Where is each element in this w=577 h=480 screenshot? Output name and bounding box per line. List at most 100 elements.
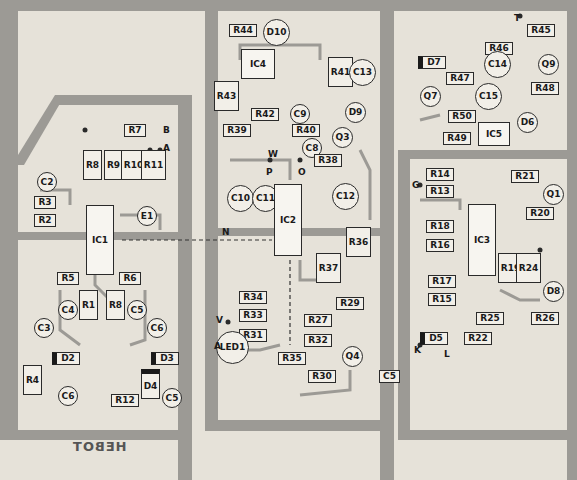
component-label: D4: [144, 382, 158, 391]
component-label: R39: [227, 126, 246, 135]
component-label: R37: [319, 264, 338, 273]
component-label: D10: [267, 28, 287, 37]
resistor-symbol: R16: [426, 239, 454, 252]
resistor-symbol: R42: [251, 108, 279, 121]
pad-letter: P: [266, 168, 273, 177]
resistor-symbol: R29: [336, 297, 364, 310]
round-component: D6: [517, 112, 538, 133]
resistor-symbol: R44: [229, 24, 257, 37]
resistor-symbol: R37: [316, 253, 341, 283]
component-label: R30: [312, 372, 331, 381]
component-label: D3: [160, 354, 174, 363]
round-component: Q3: [332, 127, 353, 148]
component-label: R2: [38, 216, 51, 225]
component-label: IC4: [250, 60, 266, 69]
component-label: R5: [61, 274, 74, 283]
round-component: E1: [137, 206, 157, 226]
component-label: R26: [535, 314, 554, 323]
component-label: R27: [308, 316, 327, 325]
component-label: R12: [115, 396, 134, 405]
pad-letter: O: [298, 168, 306, 177]
component-label: R20: [530, 209, 549, 218]
component-label: Q3: [336, 133, 350, 142]
resistor-symbol: R12: [111, 394, 139, 407]
component-label: C15: [479, 92, 498, 101]
component-label: C8: [306, 144, 319, 153]
resistor-symbol: R39: [223, 124, 251, 137]
resistor-symbol: R49: [443, 132, 471, 145]
pad-letter: A: [163, 144, 170, 153]
component-label: C9: [294, 110, 307, 119]
round-component: C5: [127, 300, 147, 320]
pad-letter: W: [268, 150, 278, 159]
component-label: R36: [349, 238, 368, 247]
component-label: Q4: [346, 352, 360, 361]
silkscreen-text: HEBOT: [72, 440, 127, 453]
component-label: C5: [131, 306, 144, 315]
component-label: Q9: [542, 60, 556, 69]
resistor-symbol: R36: [346, 227, 371, 257]
resistor-symbol: R15: [428, 293, 456, 306]
round-component: D9: [345, 102, 366, 123]
component-label: R42: [255, 110, 274, 119]
jumper-wire: [122, 239, 272, 240]
round-component: Q4: [342, 346, 363, 367]
ic-package: IC3: [468, 204, 496, 276]
pcb-trace: [40, 45, 540, 395]
round-component: C9: [290, 104, 310, 124]
solder-pad: [83, 14, 543, 348]
resistor-symbol: C5: [379, 370, 400, 383]
resistor-symbol: R40: [292, 124, 320, 137]
component-label: LED1: [220, 343, 246, 352]
round-component: C6: [58, 386, 78, 406]
component-label: C3: [38, 324, 51, 333]
component-label: R40: [296, 126, 315, 135]
component-label: D5: [429, 334, 443, 343]
round-component: C15: [475, 83, 502, 110]
component-label: R25: [480, 314, 499, 323]
diode-symbol: D4: [141, 369, 160, 399]
resistor-symbol: R22: [464, 332, 492, 345]
component-label: R47: [450, 74, 469, 83]
component-label: R8: [86, 161, 99, 170]
component-label: C13: [353, 68, 372, 77]
component-label: R6: [123, 274, 136, 283]
resistor-symbol: R14: [426, 168, 454, 181]
resistor-symbol: R50: [448, 110, 476, 123]
component-label: R11: [144, 161, 163, 170]
component-label: R43: [217, 92, 236, 101]
component-label: R34: [243, 293, 262, 302]
resistor-symbol: R33: [239, 309, 267, 322]
round-component: D10: [263, 19, 290, 46]
component-label: R21: [515, 172, 534, 181]
resistor-symbol: R43: [214, 81, 239, 111]
round-component: C5: [162, 388, 182, 408]
component-label: C10: [231, 194, 250, 203]
resistor-symbol: R3: [34, 196, 56, 209]
component-label: D7: [427, 58, 441, 67]
round-component: C14: [484, 51, 511, 78]
component-label: D6: [521, 118, 535, 127]
component-label: D8: [547, 287, 561, 296]
component-label: R49: [447, 134, 466, 143]
component-label: R8: [109, 301, 122, 310]
component-label: R17: [432, 277, 451, 286]
ic-package: IC2: [274, 184, 302, 256]
component-label: R1: [82, 301, 95, 310]
resistor-symbol: R30: [308, 370, 336, 383]
component-label: C6: [151, 324, 164, 333]
pad-letter: N: [222, 228, 230, 237]
component-label: C5: [383, 372, 396, 381]
component-label: C6: [62, 392, 75, 401]
resistor-symbol: R1: [79, 290, 98, 320]
pad-letter: A: [214, 342, 221, 351]
component-label: R3: [38, 198, 51, 207]
component-label: R9: [107, 161, 120, 170]
round-component: C2: [37, 172, 57, 192]
diode-symbol: D7: [418, 56, 446, 69]
component-label: R33: [243, 311, 262, 320]
resistor-symbol: R6: [119, 272, 141, 285]
jumper-wire: [289, 260, 290, 345]
component-label: R50: [452, 112, 471, 121]
resistor-symbol: R8: [83, 150, 102, 180]
